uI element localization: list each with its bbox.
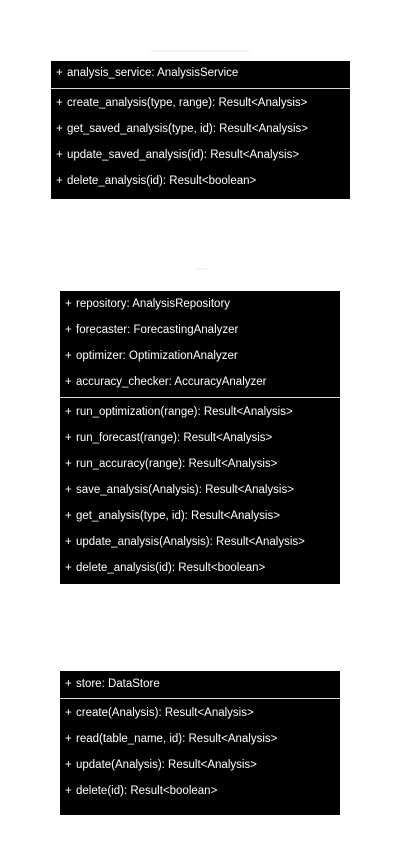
operation-text: update_analysis(Analysis): Result<Analys…	[76, 536, 305, 548]
attribute-row: + forecaster: ForecastingAnalyzer	[65, 317, 340, 343]
class-name-label	[195, 268, 207, 270]
section-divider	[51, 88, 350, 89]
operation-row: + delete_analysis(id): Result<boolean>	[56, 168, 350, 194]
operation-row: + run_optimization(range): Result<Analysi…	[65, 399, 340, 425]
visibility-marker: +	[56, 123, 63, 135]
operations-section: + run_optimization(range): Result<Analysi…	[60, 398, 340, 583]
visibility-marker: +	[56, 67, 63, 79]
operation-text: update_saved_analysis(id): Result<Analys…	[67, 149, 300, 161]
visibility-marker: +	[65, 536, 72, 548]
operation-row: + update_saved_analysis(id): Result<Analy…	[56, 142, 350, 168]
operation-text: read(table_name, id): Result<Analysis>	[76, 733, 278, 745]
visibility-marker: +	[56, 97, 63, 109]
visibility-marker: +	[65, 458, 72, 470]
visibility-marker: +	[65, 707, 72, 719]
visibility-marker: +	[65, 785, 72, 797]
operation-text: get_analysis(type, id): Result<Analysis>	[76, 510, 280, 522]
operation-row: + read(table_name, id): Result<Analysis>	[65, 726, 340, 752]
operation-row: + update(Analysis): Result<Analysis>	[65, 752, 340, 778]
attribute-row: + analysis_service: AnalysisService	[56, 61, 350, 88]
operation-row: + save_analysis(Analysis): Result<Analysi…	[65, 477, 340, 503]
class-box-analysis-service[interactable]: + repository: AnalysisRepository + forecas…	[60, 291, 340, 584]
visibility-marker: +	[65, 510, 72, 522]
class-box-analysis-controller[interactable]: + analysis_service: AnalysisService + crea…	[51, 61, 350, 199]
operation-text: run_accuracy(range): Result<Analysis>	[76, 458, 278, 470]
class-name-label	[150, 50, 250, 52]
attribute-text: repository: AnalysisRepository	[76, 298, 231, 310]
operation-row: + run_forecast(range): Result<Analysis>	[65, 425, 340, 451]
operation-row: + delete_analysis(id): Result<boolean>	[65, 555, 340, 581]
visibility-marker: +	[65, 562, 72, 574]
operation-row: + delete(id): Result<boolean>	[65, 778, 340, 804]
operation-text: run_optimization(range): Result<Analysis…	[76, 406, 293, 418]
operation-row: + run_accuracy(range): Result<Analysis>	[65, 451, 340, 477]
operations-section: + create_analysis(type, range): Result<An…	[51, 89, 350, 196]
operation-text: delete_analysis(id): Result<boolean>	[76, 562, 266, 574]
attribute-row: + store: DataStore	[65, 671, 340, 697]
visibility-marker: +	[65, 432, 72, 444]
visibility-marker: +	[65, 733, 72, 745]
attribute-text: forecaster: ForecastingAnalyzer	[76, 324, 239, 336]
visibility-marker: +	[65, 298, 72, 310]
operation-text: delete_analysis(id): Result<boolean>	[67, 175, 257, 187]
operation-text: get_saved_analysis(type, id): Result<Ana…	[67, 123, 308, 135]
operation-text: create_analysis(type, range): Result<Ana…	[67, 97, 308, 109]
visibility-marker: +	[65, 406, 72, 418]
operation-text: save_analysis(Analysis): Result<Analysis…	[76, 484, 294, 496]
class-box-analysis-repository[interactable]: + store: DataStore + create(Analysis): Res…	[60, 671, 340, 815]
visibility-marker: +	[65, 350, 72, 362]
section-divider	[60, 698, 340, 699]
attribute-text: optimizer: OptimizationAnalyzer	[76, 350, 238, 362]
visibility-marker: +	[56, 175, 63, 187]
operation-row: + update_analysis(Analysis): Result<Analy…	[65, 529, 340, 555]
operation-row: + create_analysis(type, range): Result<An…	[56, 90, 350, 116]
attribute-row: + repository: AnalysisRepository	[65, 291, 340, 317]
visibility-marker: +	[65, 376, 72, 388]
attribute-text: analysis_service: AnalysisService	[67, 67, 239, 79]
section-divider	[60, 397, 340, 398]
visibility-marker: +	[65, 678, 72, 690]
operations-section: + create(Analysis): Result<Analysis> + rea…	[60, 699, 340, 806]
visibility-marker: +	[65, 324, 72, 336]
operation-text: run_forecast(range): Result<Analysis>	[76, 432, 273, 444]
operation-text: delete(id): Result<boolean>	[76, 785, 218, 797]
attribute-text: store: DataStore	[76, 678, 160, 690]
operation-text: create(Analysis): Result<Analysis>	[76, 707, 254, 719]
visibility-marker: +	[65, 484, 72, 496]
operation-row: + get_saved_analysis(type, id): Result<An…	[56, 116, 350, 142]
attribute-row: + accuracy_checker: AccuracyAnalyzer	[65, 369, 340, 395]
visibility-marker: +	[65, 759, 72, 771]
attribute-row: + optimizer: OptimizationAnalyzer	[65, 343, 340, 369]
operation-row: + get_analysis(type, id): Result<Analysis…	[65, 503, 340, 529]
attribute-text: accuracy_checker: AccuracyAnalyzer	[76, 376, 267, 388]
attributes-section: + repository: AnalysisRepository + forecas…	[60, 291, 340, 397]
visibility-marker: +	[56, 149, 63, 161]
operation-text: update(Analysis): Result<Analysis>	[76, 759, 257, 771]
operation-row: + create(Analysis): Result<Analysis>	[65, 700, 340, 726]
attributes-section: + analysis_service: AnalysisService	[51, 61, 350, 88]
attributes-section: + store: DataStore	[60, 671, 340, 698]
